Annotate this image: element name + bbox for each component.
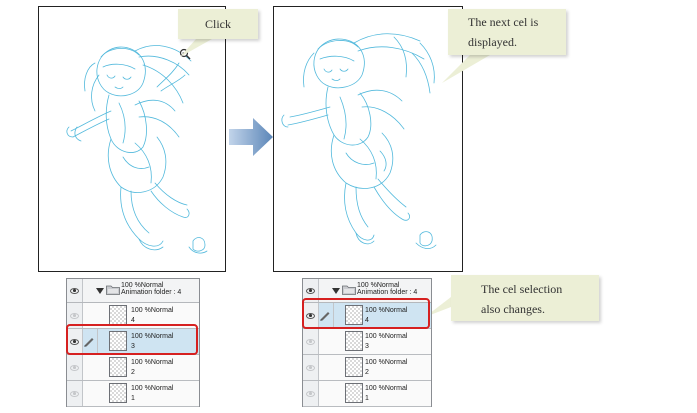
folder-mode: 100 %Normal [121,282,164,289]
visibility-toggle[interactable] [303,303,319,328]
visibility-toggle[interactable] [303,279,319,302]
layer-thumbnail [345,357,363,377]
callout-cel-selection-line2: also changes. [481,302,545,316]
canvas-before[interactable] [38,6,226,272]
visibility-toggle[interactable] [67,329,83,354]
layer-name: 4 [131,317,135,324]
layer-mode: 100 %Normal [365,359,408,366]
layer-thumbnail [109,331,127,351]
layer-mode: 100 %Normal [131,359,174,366]
layer-row-selected[interactable]: 100 %Normal 4 [303,303,431,329]
layer-name: 2 [365,369,369,376]
eye-icon [306,390,315,397]
visibility-toggle[interactable] [67,355,83,380]
folder-mode: 100 %Normal [357,282,400,289]
layer-row[interactable]: 100 %Normal 1 [67,381,199,407]
layer-mode: 100 %Normal [131,385,174,392]
visibility-toggle[interactable] [67,303,83,328]
visibility-toggle[interactable] [303,355,319,380]
layer-row[interactable]: 100 %Normal 1 [303,381,431,407]
right-arrow-icon [229,118,273,156]
layer-mode: 100 %Normal [365,385,408,392]
layer-thumbnail [109,357,127,377]
triangle-down-icon[interactable] [332,287,340,295]
layer-name: 3 [365,343,369,350]
selection-highlight [66,324,198,355]
eye-icon [306,364,315,371]
triangle-down-icon[interactable] [96,287,104,295]
folder-icon [342,285,356,295]
animation-folder-row[interactable]: 100 %Normal Animation folder : 4 [67,279,199,303]
folder-name: Animation folder : 4 [121,289,182,296]
visibility-toggle[interactable] [67,279,83,302]
eye-icon [70,287,79,294]
layer-row[interactable]: 100 %Normal 3 [303,329,431,355]
eye-icon [306,338,315,345]
callout-next-cel-line2: displayed. [468,35,517,49]
layer-mode: 100 %Normal [365,307,408,314]
layer-name: 1 [131,395,135,402]
layer-mode: 100 %Normal [131,307,174,314]
layer-name: 3 [131,343,135,350]
callout-pointer [180,39,212,57]
folder-name: Animation folder : 4 [357,289,418,296]
callout-cel-selection-line1: The cel selection [481,282,563,296]
callout-pointer [442,55,490,83]
layer-thumbnail [109,305,127,325]
layer-row[interactable]: 100 %Normal 2 [303,355,431,381]
layer-name: 2 [131,369,135,376]
layer-name: 1 [365,395,369,402]
eye-icon [70,390,79,397]
eye-icon [70,312,79,319]
canvas-after[interactable] [273,6,463,272]
layer-mode: 100 %Normal [365,333,408,340]
callout-click: Click [178,9,258,57]
callout-next-cel: The next cel is displayed. [442,9,566,83]
visibility-toggle[interactable] [303,381,319,406]
visibility-toggle[interactable] [67,381,83,406]
layer-thumbnail [345,305,363,325]
folder-icon [106,285,120,295]
edit-target[interactable] [318,303,334,328]
layer-name: 4 [365,317,369,324]
callout-click-text: Click [205,17,231,31]
edit-target[interactable] [82,329,98,354]
pen-icon [84,338,94,347]
eye-icon [306,287,315,294]
callout-next-cel-line1: The next cel is [468,15,539,29]
sketch-drawing-cel-4 [281,33,437,249]
eye-icon [70,364,79,371]
selection-highlight [302,298,430,329]
eye-icon [306,312,315,319]
layer-thumbnail [345,383,363,403]
layer-thumbnail [345,331,363,351]
visibility-toggle[interactable] [303,329,319,354]
layer-thumbnail [109,383,127,403]
layer-row-selected[interactable]: 100 %Normal 3 [67,329,199,355]
sketch-drawing-cel-3 [66,45,208,254]
pen-icon [320,312,330,321]
layer-row[interactable]: 100 %Normal 2 [67,355,199,381]
layer-mode: 100 %Normal [131,333,174,340]
eye-icon [70,338,79,345]
callout-cel-selection: The cel selection also changes. [425,275,599,321]
